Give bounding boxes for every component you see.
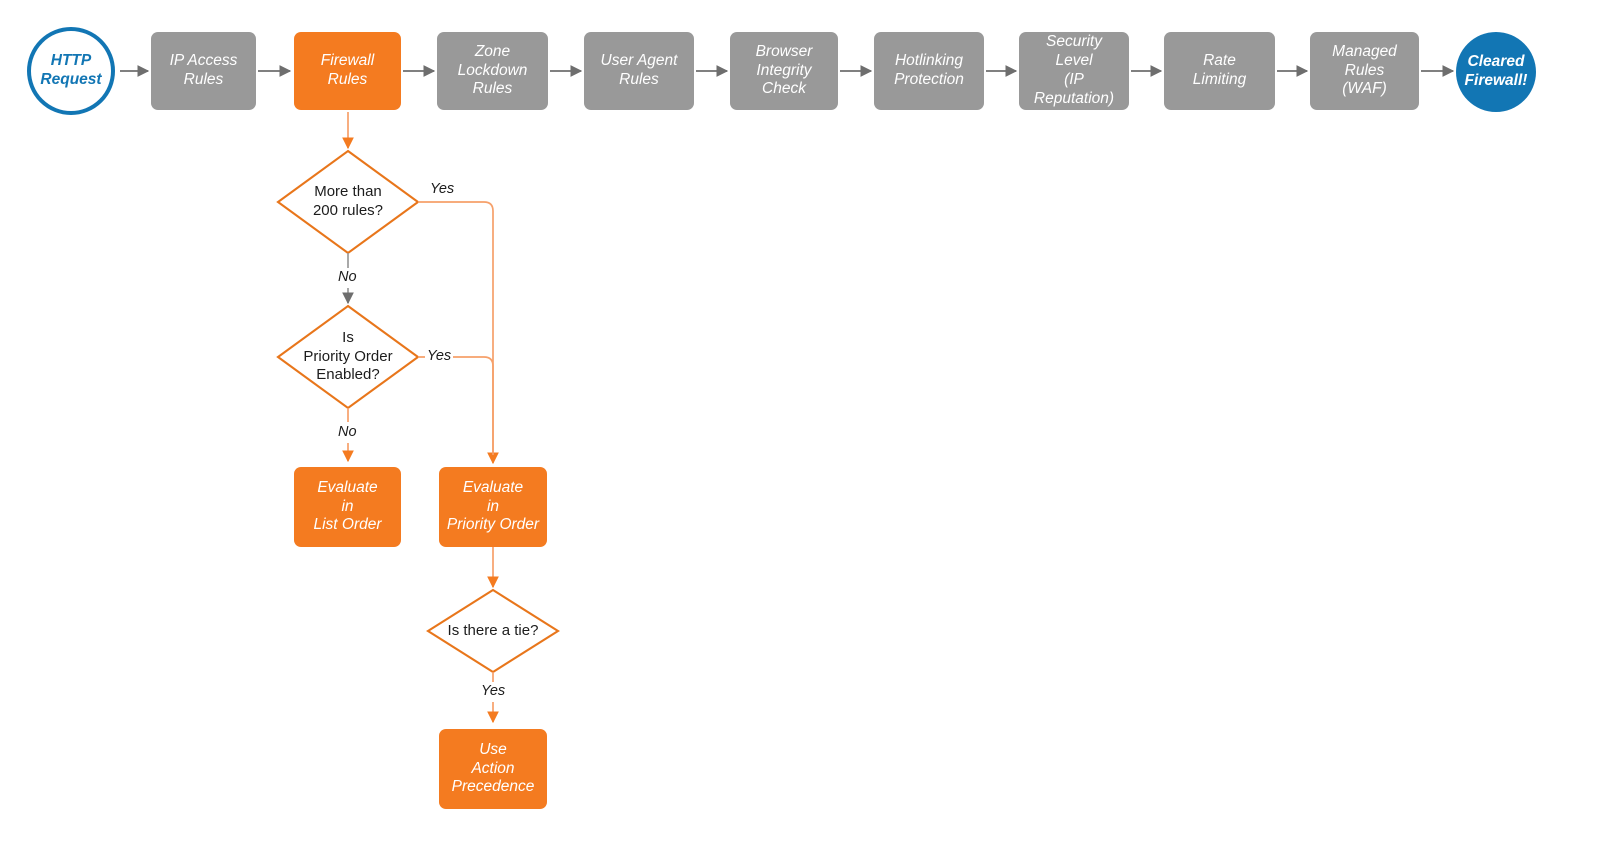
node-rate-limiting[interactable]: Rate Limiting (1164, 32, 1275, 110)
node-browser-integrity-check[interactable]: Browser Integrity Check (730, 32, 838, 110)
node-cleared-firewall-label: Cleared Firewall! (1464, 53, 1528, 89)
edge-label-priority-order-yes: Yes (425, 348, 454, 364)
decision-more-than-200-rules-label: More than 200 rules? (312, 183, 384, 219)
edge-label-tie-yes: Yes (479, 683, 508, 699)
node-user-agent-rules[interactable]: User Agent Rules (584, 32, 694, 110)
node-cleared-firewall[interactable]: Cleared Firewall! (1456, 32, 1536, 112)
node-ip-access-rules-label: IP Access Rules (169, 52, 238, 88)
node-evaluate-in-priority-order[interactable]: Evaluate in Priority Order (439, 467, 547, 547)
node-evaluate-in-list-order-label: Evaluate in List Order (313, 478, 382, 534)
node-managed-rules-waf-label: Managed Rules (WAF) (1332, 42, 1397, 98)
node-zone-lockdown-rules-label: Zone Lockdown Rules (457, 42, 528, 98)
node-ip-access-rules[interactable]: IP Access Rules (151, 32, 256, 110)
node-evaluate-in-priority-order-label: Evaluate in Priority Order (446, 478, 540, 534)
node-use-action-precedence[interactable]: Use Action Precedence (439, 729, 547, 809)
edge-label-more-than-200-yes: Yes (428, 181, 457, 197)
node-use-action-precedence-label: Use Action Precedence (451, 740, 535, 796)
edge-decision2-yes (418, 356, 494, 455)
node-rate-limiting-label: Rate Limiting (1192, 52, 1247, 88)
node-zone-lockdown-rules[interactable]: Zone Lockdown Rules (437, 32, 548, 110)
node-hotlinking-protection-label: Hotlinking Protection (894, 52, 964, 88)
node-firewall-rules[interactable]: Firewall Rules (294, 32, 401, 110)
edge-label-more-than-200-no: No (336, 269, 359, 285)
decision-is-priority-order-enabled-label: Is Priority Order Enabled? (303, 328, 393, 384)
decision-more-than-200-rules[interactable]: More than 200 rules? (278, 172, 418, 232)
edge-label-priority-order-no: No (336, 424, 359, 440)
node-firewall-rules-label: Firewall Rules (320, 52, 375, 88)
node-evaluate-in-list-order[interactable]: Evaluate in List Order (294, 467, 401, 547)
decision-is-there-a-tie[interactable]: Is there a tie? (418, 616, 568, 646)
decision-is-priority-order-enabled[interactable]: Is Priority Order Enabled? (272, 322, 424, 392)
node-user-agent-rules-label: User Agent Rules (600, 52, 678, 88)
node-hotlinking-protection[interactable]: Hotlinking Protection (874, 32, 984, 110)
node-http-request[interactable]: HTTP Request (27, 27, 115, 115)
decision-is-there-a-tie-label: Is there a tie? (447, 621, 539, 639)
node-security-level[interactable]: Security Level (IP Reputation) (1019, 32, 1129, 110)
node-security-level-label: Security Level (IP Reputation) (1033, 33, 1115, 107)
node-browser-integrity-check-label: Browser Integrity Check (755, 42, 813, 98)
node-managed-rules-waf[interactable]: Managed Rules (WAF) (1310, 32, 1419, 110)
node-http-request-label: HTTP Request (40, 52, 102, 88)
edge-decision1-yes (418, 201, 499, 465)
